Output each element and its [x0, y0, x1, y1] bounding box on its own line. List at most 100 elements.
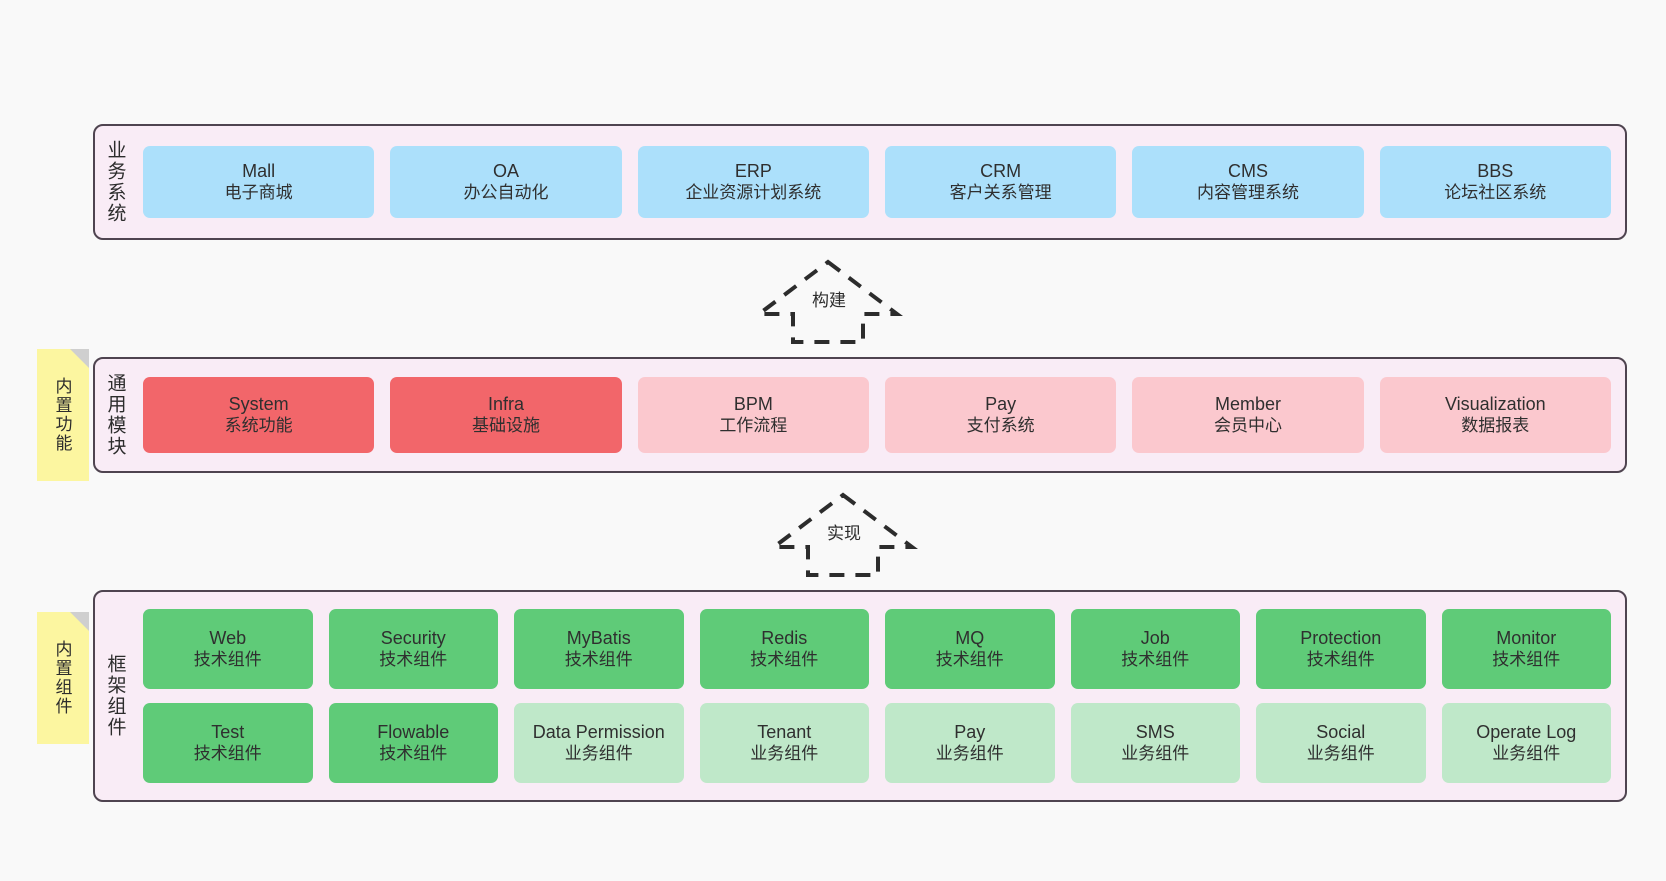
arrow-build: 构建 [753, 256, 903, 344]
cell-subtitle: 工作流程 [719, 415, 788, 435]
cell-subtitle: 支付系统 [966, 415, 1035, 435]
cell-title: BPM [733, 393, 773, 414]
dashed-up-arrow-icon [768, 492, 918, 577]
arrow-implement: 实现 [768, 489, 918, 577]
cell-title: MyBatis [566, 627, 631, 648]
cell-subtitle: 会员中心 [1213, 415, 1282, 435]
cell-title: Flowable [377, 721, 450, 742]
cell-title: Test [211, 721, 245, 742]
layer-framework-title: 框架组件 [104, 654, 126, 738]
cell-title: Member [1214, 393, 1281, 414]
cell-title: Social [1316, 721, 1366, 742]
layer-module-title: 通用模块 [104, 373, 126, 457]
cell-subtitle: 数据报表 [1461, 415, 1530, 435]
note-builtin-components-label: 内置组件 [52, 640, 72, 716]
cell-subtitle: 论坛社区系统 [1444, 182, 1547, 202]
cell-title: BBS [1477, 160, 1514, 181]
cell-subtitle: 系统功能 [224, 415, 293, 435]
cell-subtitle: 业务组件 [1306, 743, 1375, 763]
cell-subtitle: 业务组件 [564, 743, 633, 763]
cell-title: Protection [1300, 627, 1382, 648]
cell-title: Data Permission [532, 721, 665, 742]
cell-title: CRM [980, 160, 1022, 181]
cell-subtitle: 基础设施 [471, 415, 540, 435]
arrow-build-label: 构建 [809, 291, 849, 311]
cell-subtitle: 业务组件 [1492, 743, 1561, 763]
cell-title: Pay [954, 721, 986, 742]
cell-subtitle: 技术组件 [564, 649, 633, 669]
cell-subtitle: 技术组件 [750, 649, 819, 669]
note-builtin-features: 内置功能 [37, 349, 89, 481]
note-fold-corner-icon [70, 612, 89, 631]
cell-subtitle: 内容管理系统 [1196, 182, 1299, 202]
cell-title: Job [1140, 627, 1170, 648]
arrow-implement-label: 实现 [824, 524, 864, 544]
cell-subtitle: 办公自动化 [463, 182, 549, 202]
cell-subtitle: 业务组件 [935, 743, 1004, 763]
cell-title: Tenant [757, 721, 812, 742]
cell-title: Security [380, 627, 446, 648]
cell-subtitle: 技术组件 [935, 649, 1004, 669]
cell-title: SMS [1135, 721, 1175, 742]
note-fold-corner-icon [70, 349, 89, 368]
cell-title: Web [209, 627, 247, 648]
dashed-up-arrow-icon [753, 259, 903, 344]
cell-subtitle: 技术组件 [379, 743, 448, 763]
cell-title: Redis [761, 627, 808, 648]
cell-subtitle: 企业资源计划系统 [685, 182, 822, 202]
cell-subtitle: 技术组件 [193, 649, 262, 669]
cell-subtitle: 客户关系管理 [949, 182, 1052, 202]
layer-business-title: 业务系统 [104, 140, 126, 224]
cell-subtitle: 技术组件 [1492, 649, 1561, 669]
cell-subtitle: 技术组件 [1306, 649, 1375, 669]
cell-title: OA [492, 160, 519, 181]
cell-title: Mall [242, 160, 276, 181]
cell-subtitle: 技术组件 [193, 743, 262, 763]
cell-title: MQ [955, 627, 985, 648]
cell-title: ERP [734, 160, 772, 181]
cell-title: Operate Log [1476, 721, 1577, 742]
note-builtin-features-label: 内置功能 [52, 377, 72, 453]
cell-subtitle: 业务组件 [750, 743, 819, 763]
cell-title: CMS [1227, 160, 1268, 181]
cell-title: System [228, 393, 289, 414]
